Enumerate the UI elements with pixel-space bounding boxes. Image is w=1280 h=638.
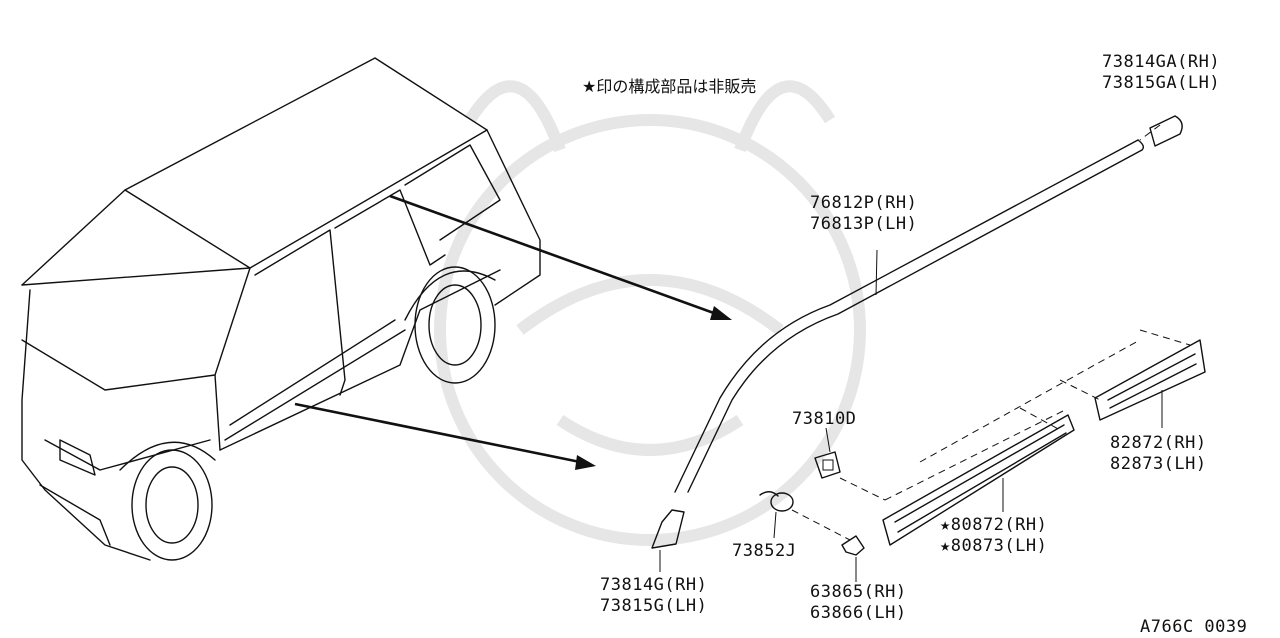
clip-73852j-part xyxy=(759,491,851,541)
label-82872: 82872(RH) 82873(LH) xyxy=(1110,433,1207,474)
vehicle-illustration xyxy=(21,57,541,561)
part-label: ★80872(RH) xyxy=(940,515,1047,535)
rear-molding-part xyxy=(1094,339,1206,428)
label-73810d: 73810D xyxy=(792,409,856,429)
diagram-id: A766C 0039 xyxy=(1140,617,1247,637)
label-73814g: 73814G(RH) 73815G(LH) xyxy=(600,575,707,616)
part-label: ★80873(LH) xyxy=(940,536,1047,556)
non-sale-note: ★印の構成部品は非販売 xyxy=(582,77,756,96)
part-label: 76813P(LH) xyxy=(810,214,917,234)
part-label: 76812P(RH) xyxy=(810,193,917,213)
part-label: 82872(RH) xyxy=(1110,433,1207,453)
bracket-63865-part xyxy=(841,535,865,582)
part-label: 73815GA(LH) xyxy=(1102,73,1220,93)
part-label: 73815G(LH) xyxy=(600,596,707,616)
rear-end-cap-part xyxy=(1139,115,1183,147)
door-molding-part xyxy=(882,329,1191,546)
label-73814ga: 73814GA(RH) 73815GA(LH) xyxy=(1102,52,1220,93)
label-73852j: 73852J xyxy=(732,541,796,561)
label-63865: 63865(RH) 63866(LH) xyxy=(810,582,907,623)
clip-73810d-part xyxy=(814,427,886,501)
part-label: 82873(LH) xyxy=(1110,454,1207,474)
part-label: 73852J xyxy=(732,541,796,561)
part-label: 73814GA(RH) xyxy=(1102,52,1220,72)
part-label: 73810D xyxy=(792,409,856,429)
part-label: 63865(RH) xyxy=(810,582,907,602)
label-80872: ★80872(RH) ★80873(LH) xyxy=(940,515,1047,556)
part-label: 63866(LH) xyxy=(810,603,907,623)
roof-molding-part xyxy=(674,139,1145,493)
front-end-cap-part xyxy=(651,509,685,572)
label-76812p: 76812P(RH) 76813P(LH) xyxy=(810,193,917,234)
part-label: 73814G(RH) xyxy=(600,575,707,595)
watermark-emblem xyxy=(434,80,866,546)
pointer-arrows xyxy=(294,194,732,470)
